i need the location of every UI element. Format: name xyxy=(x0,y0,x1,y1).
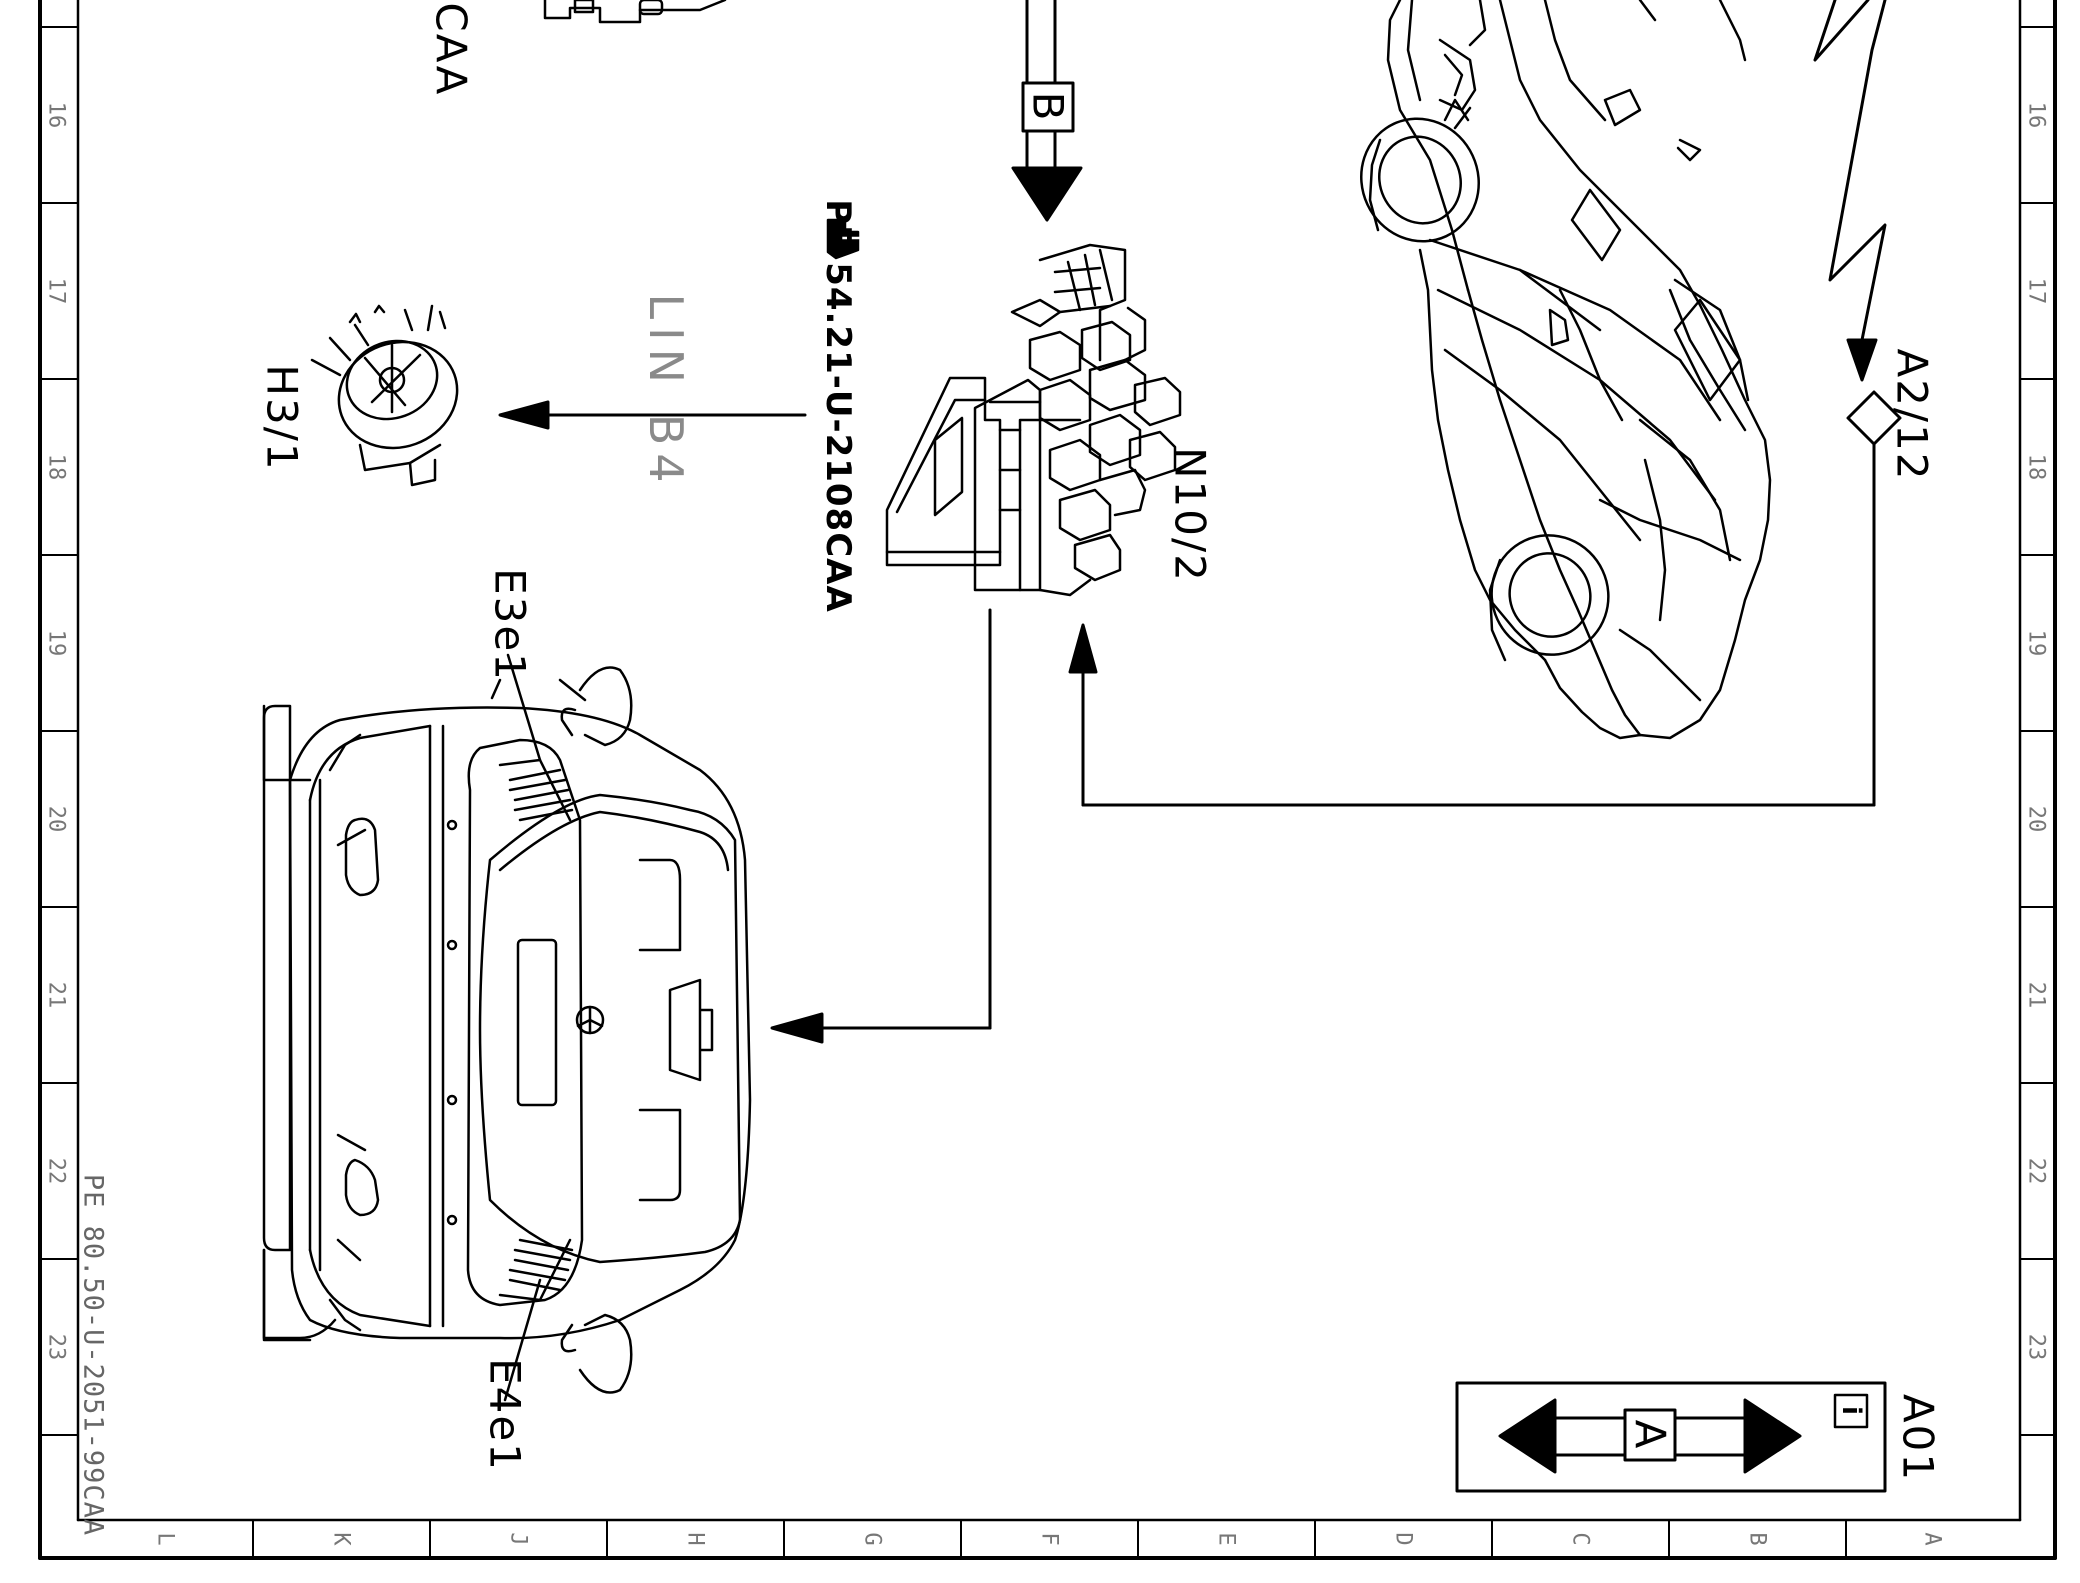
grid-col-label: L xyxy=(152,1532,178,1546)
grid-row-left: 22 xyxy=(43,1157,69,1185)
a01-label: A01 xyxy=(1893,1393,1943,1483)
vehicle-a2-12 xyxy=(1360,0,1772,740)
radio-signal xyxy=(1813,0,1887,382)
diamond-connector-icon xyxy=(1846,390,1902,446)
grid-row-right: 17 xyxy=(2023,277,2049,305)
e3e1-label: E3e1 xyxy=(485,568,535,682)
e4e1-label: E4e1 xyxy=(480,1358,530,1472)
grid-row-left: 17 xyxy=(43,277,69,305)
a2-12-label: A2/12 xyxy=(1887,348,1937,482)
grid-col-label: F xyxy=(1036,1532,1062,1546)
lin-b4-label: LIN B4 xyxy=(639,293,693,491)
grid-row-right: 18 xyxy=(2023,453,2049,481)
grid-col-label: G xyxy=(859,1532,885,1546)
grid-col-label: D xyxy=(1390,1532,1416,1546)
footer-reference-label: PE 80.50-U-2051-99CAA xyxy=(77,1173,109,1537)
n10-2-label: N10/2 xyxy=(1165,447,1215,583)
grid-row-left: 20 xyxy=(43,805,69,833)
grid-col-label: J xyxy=(505,1532,531,1546)
grid-col-label: A xyxy=(1919,1532,1945,1546)
arrow-left-to-h3-1 xyxy=(498,400,550,430)
info-box-icon xyxy=(1833,1393,1869,1429)
arrow-left-head xyxy=(1498,1398,1557,1474)
legend-letter-a: A xyxy=(1625,1419,1675,1451)
grid-col-label: B xyxy=(1744,1532,1770,1546)
partial-connector-top xyxy=(543,0,727,24)
grid-row-left: 19 xyxy=(43,629,69,657)
grid-row-right: 19 xyxy=(2023,629,2049,657)
pe-reference-label: PE 54.21-U-2108CAA xyxy=(818,199,858,613)
grid-col-label: E xyxy=(1213,1532,1239,1546)
grid-row-right: 20 xyxy=(2023,805,2049,833)
grid-col-label: C xyxy=(1567,1532,1593,1546)
arrow-down-to-a2-12 xyxy=(1846,338,1878,382)
info-icon-letter: i xyxy=(1836,1406,1866,1416)
lamp-h3-1 xyxy=(310,304,459,487)
grid-col-label: K xyxy=(328,1532,354,1546)
arrow-left-to-front-vehicle xyxy=(770,1012,824,1044)
grid-row-left: 16 xyxy=(43,101,69,129)
arrow-right-head xyxy=(1743,1398,1802,1474)
h3-1-label: H3/1 xyxy=(257,364,307,472)
grid-row-right: 23 xyxy=(2023,1333,2049,1361)
wire-n10-2-to-front xyxy=(770,608,992,1044)
grid-col-label: H xyxy=(682,1532,708,1546)
grid-row-left: 23 xyxy=(43,1333,69,1361)
partial-ref-top-label: 2CAA xyxy=(426,0,476,97)
grid-row-left: 18 xyxy=(43,453,69,481)
lin-b4-line xyxy=(498,400,807,430)
grid-row-right: 22 xyxy=(2023,1157,2049,1185)
border-frame xyxy=(38,0,2057,1560)
module-n10-2 xyxy=(885,243,1182,597)
arrow-up-to-n10-2 xyxy=(1068,623,1098,674)
grid-row-right: 21 xyxy=(2023,981,2049,1009)
grid-row-left: 21 xyxy=(43,981,69,1009)
arrow-down-to-n10-2 xyxy=(1011,166,1083,222)
connector-b-label: B xyxy=(1023,91,1073,123)
legend-box-a01 xyxy=(1455,1381,1887,1493)
pointing-hand-icon xyxy=(826,218,862,260)
vehicle-front-view xyxy=(262,653,752,1402)
grid-row-right: 16 xyxy=(2023,101,2049,129)
cable-b xyxy=(1011,0,1083,222)
wire-a2-12-to-n10-2 xyxy=(1068,390,1902,807)
